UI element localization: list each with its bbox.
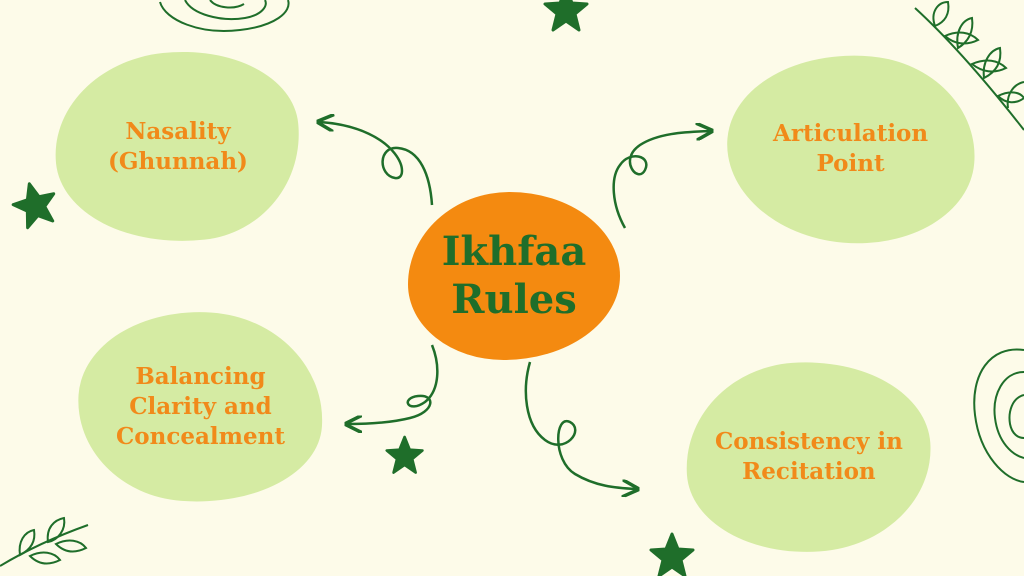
node-label: Balancing Clarity and Concealment	[116, 363, 285, 450]
leaf-sprig-icon	[914, 0, 1024, 131]
swirl-icon	[159, 0, 290, 32]
star-icon	[385, 435, 424, 474]
curly-arrow-icon	[348, 344, 439, 424]
curly-arrow-icon	[524, 361, 636, 489]
node-label: Nasality (Ghunnah)	[107, 118, 248, 176]
node-label: Consistency in Recitation	[714, 428, 903, 486]
curly-arrow-icon	[320, 122, 434, 206]
star-icon	[649, 532, 695, 576]
node-label: Articulation Point	[773, 120, 929, 177]
curly-arrow-icon	[612, 131, 710, 229]
central-topic: Ikhfaa Rules	[408, 192, 620, 360]
central-topic-label: Ikhfaa Rules	[441, 228, 587, 323]
star-icon	[7, 176, 62, 232]
leaf-sprig-icon	[0, 516, 89, 567]
star-icon	[543, 0, 589, 32]
swirl-icon	[973, 348, 1024, 483]
